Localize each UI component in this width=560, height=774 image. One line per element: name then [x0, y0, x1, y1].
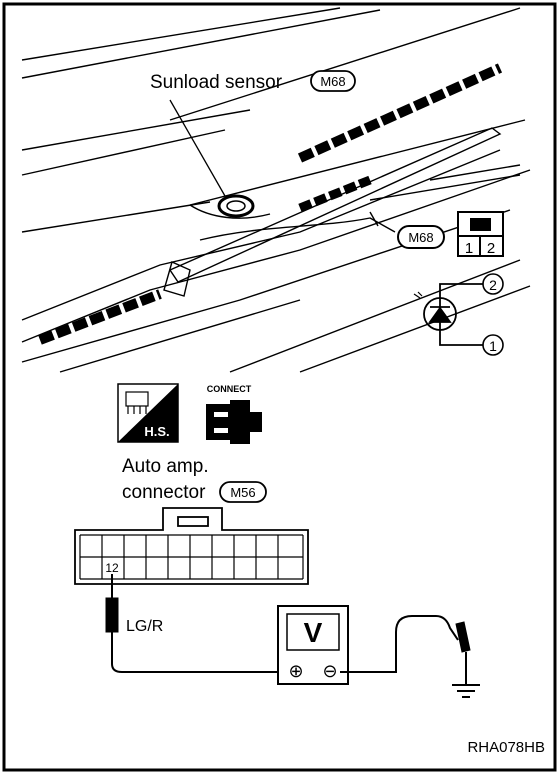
svg-text:2: 2	[489, 277, 497, 293]
sunload-sensor	[217, 194, 255, 218]
minus-terminal: ⊖	[322, 661, 337, 681]
auto-amp-label-line2: connector	[122, 482, 206, 503]
voltmeter: V ⊕ ⊖	[277, 605, 349, 685]
auto-amp-connector-badge: M56	[219, 481, 267, 503]
plus-terminal: ⊕	[288, 661, 303, 681]
sensor-leader-line	[169, 99, 226, 197]
m68-connector-badge: M68	[397, 225, 445, 249]
sunload-sensor-label: Sunload sensor	[150, 72, 283, 93]
svg-text:M68: M68	[408, 230, 433, 245]
svg-text:M68: M68	[320, 74, 345, 89]
pin-1: 1	[465, 240, 473, 257]
auto-amp-label-line1: Auto amp.	[122, 456, 209, 477]
terminal-2: 2	[482, 273, 504, 295]
harness-side-icon: H.S.	[117, 383, 179, 443]
svg-text:M56: M56	[230, 485, 255, 500]
ground-lead	[340, 615, 471, 685]
connect-icon: CONNECT	[206, 384, 262, 444]
probe-lead	[105, 574, 286, 673]
svg-text:H.S.: H.S.	[144, 424, 169, 439]
svg-text:CONNECT: CONNECT	[207, 384, 252, 394]
pin-12-label: 12	[105, 561, 119, 575]
wire-color-label: LG/R	[126, 618, 163, 635]
pin-2: 2	[487, 240, 495, 257]
figure-code: RHA078HB	[467, 739, 545, 756]
dashboard-illustration	[21, 7, 531, 373]
terminal-1: 1	[482, 334, 504, 356]
voltmeter-label: V	[304, 617, 323, 648]
svg-text:1: 1	[489, 338, 497, 354]
diode-symbol	[413, 283, 483, 346]
auto-amp-connector-face	[74, 507, 309, 585]
ground-icon	[452, 684, 480, 698]
sensor-connector-face: 1 2	[457, 211, 504, 257]
sensor-connector-badge: M68	[310, 70, 356, 92]
